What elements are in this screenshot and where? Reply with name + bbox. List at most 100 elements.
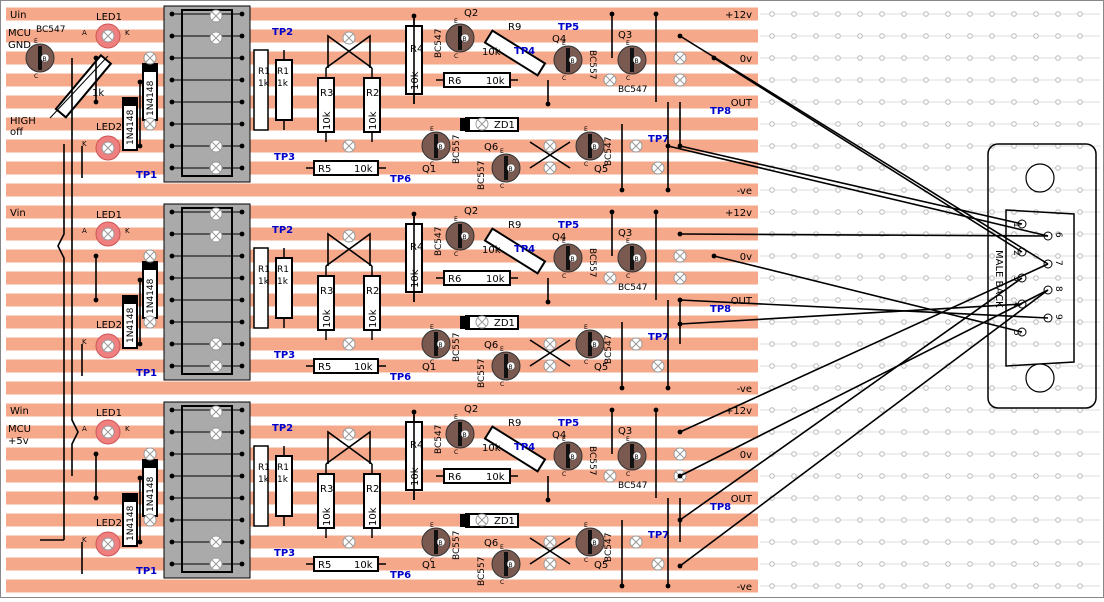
r9-label: R9 [508,418,521,429]
empty-hole [1055,385,1061,391]
led-a: A [82,29,87,37]
q3-b: B [635,454,639,461]
q6-label: Q6 [484,538,498,549]
q6-flat [504,156,508,180]
led2-label: LED2 [96,518,122,529]
cut-track-x2 [145,317,155,327]
empty-hole [989,165,995,171]
q1-label: Q1 [422,560,436,571]
q4-flat [566,246,570,270]
connector-wire [679,263,1049,433]
empty-hole [835,341,841,347]
empty-hole [769,209,775,215]
empty-hole [1033,11,1039,17]
empty-hole [1077,253,1083,259]
empty-hole [1011,473,1017,479]
connector-wire [713,57,1023,253]
empty-hole [879,429,885,435]
solder-point [411,409,417,415]
q2-label: Q2 [464,8,478,19]
r6-value: 10k [486,274,505,285]
test-point-tp8: TP8 [710,502,731,513]
empty-hole [791,539,797,545]
empty-hole [791,77,797,83]
empty-hole [967,561,973,567]
empty-hole [989,363,995,369]
diode1-band [143,64,157,72]
empty-hole [901,451,907,457]
empty-hole [835,297,841,303]
empty-hole [769,275,775,281]
solder-point [665,187,671,193]
diode2-label: 1N4148 [126,109,136,145]
empty-hole [945,539,951,545]
empty-hole [1011,561,1017,567]
empty-hole [791,495,797,501]
r1b-body [275,455,293,517]
q1-flat [434,530,438,554]
empty-hole [901,165,907,171]
cross-wire [529,537,571,565]
ic-cut-x2 [211,209,221,219]
r5-value: 10k [354,362,373,373]
empty-hole [967,517,973,523]
empty-hole [769,517,775,523]
rail-label-ve: -ve [737,384,752,395]
rail-label-ve: -ve [737,186,752,197]
empty-hole [901,583,907,589]
led2-mark-x2 [103,341,113,351]
empty-hole [901,11,907,17]
empty-hole [835,55,841,61]
cross-wire [529,339,571,367]
q5-label: Q5 [594,164,608,175]
empty-hole [813,187,819,193]
q6-e: E [500,544,504,551]
solder-point [93,55,99,61]
r5-value: 10k [354,560,373,571]
empty-hole [1077,11,1083,17]
led1-mark-x2 [103,427,113,437]
empty-hole [769,297,775,303]
q6-e: E [500,148,504,155]
empty-hole [1055,583,1061,589]
q4-label: Q4 [552,34,566,45]
r1a-value: 1k [258,475,270,485]
empty-hole [879,319,885,325]
empty-hole [923,561,929,567]
r2-label: R2 [366,484,379,495]
r3-label: R3 [320,286,333,297]
empty-hole [923,495,929,501]
pot-value: 1k [92,88,104,99]
empty-hole [857,517,863,523]
q6-e: E [500,346,504,353]
cut-track-x2 [545,537,555,547]
empty-hole [813,473,819,479]
empty-hole [1011,385,1017,391]
empty-hole [813,209,819,215]
empty-hole [945,341,951,347]
r9-value: 10k [482,443,501,454]
empty-hole [813,363,819,369]
solder-point [93,297,99,303]
cut-track-x2 [145,449,155,459]
led-k: K [125,227,130,235]
rail-label-12v: +12v [725,10,752,21]
empty-hole [813,11,819,17]
empty-hole [923,407,929,413]
solder-point [137,341,143,347]
ic-cut-x2 [211,141,221,151]
empty-hole [945,33,951,39]
wire-end [677,33,683,39]
empty-hole [791,187,797,193]
empty-hole [901,495,907,501]
ic-pin-right [239,341,245,347]
connector-pin-label: 2 [1011,250,1021,256]
zd1-label: ZD1 [494,516,515,527]
connector-wire [679,289,1049,567]
q2-base-pad [460,429,470,439]
cut-track-x2 [653,559,663,569]
r9-body [483,227,547,275]
q2-label: Q2 [464,206,478,217]
empty-hole [835,363,841,369]
